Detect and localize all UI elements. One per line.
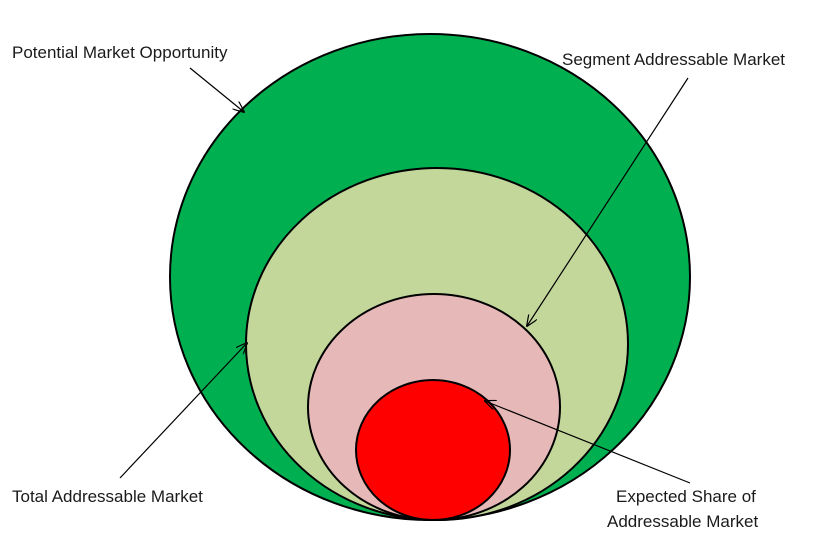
label-expected-share-line2: Addressable Market [607, 512, 758, 531]
label-total-addressable-market: Total Addressable Market [12, 487, 203, 506]
arrow-expected [485, 401, 691, 484]
label-segment-addressable-market: Segment Addressable Market [562, 50, 785, 69]
label-potential-market-opportunity: Potential Market Opportunity [12, 43, 228, 62]
arrow-segment [527, 77, 689, 326]
arrow-total [119, 343, 247, 479]
arrow-potential [189, 67, 244, 112]
label-expected-share-line1: Expected Share of [616, 487, 756, 506]
ring-expected-share [355, 379, 511, 521]
